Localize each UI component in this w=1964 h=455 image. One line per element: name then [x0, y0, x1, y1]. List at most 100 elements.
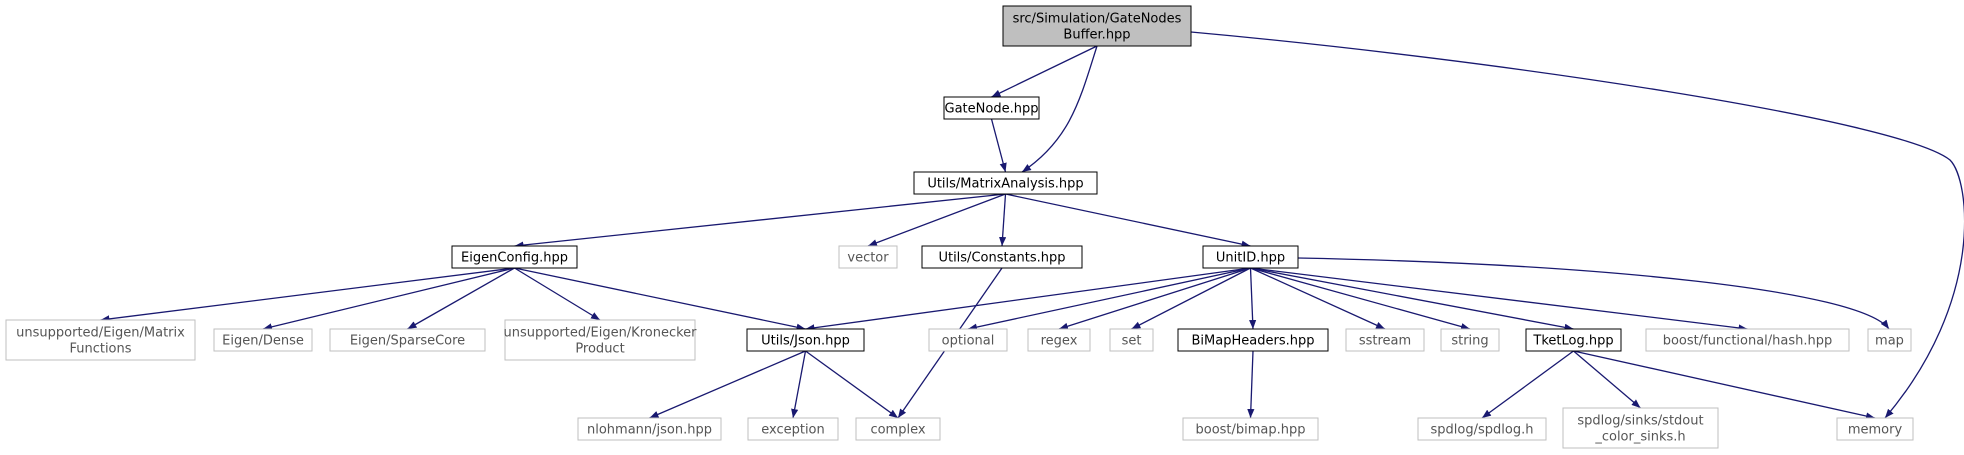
node-box [1027, 328, 1091, 352]
node-label: BiMapHeaders.hpp [1192, 334, 1315, 349]
node-label: GateNode.hpp [945, 102, 1039, 117]
node-label: map [1875, 334, 1904, 349]
node-box [746, 328, 865, 352]
node-label: string [1451, 334, 1488, 349]
node-bimapheaders[interactable]: BiMapHeaders.hpp [1177, 328, 1329, 352]
edge-unitid-to-hash [1250, 267, 1748, 332]
node-label: regex [1041, 334, 1078, 349]
edge-eigenconfig-to-eigsparse [407, 267, 515, 330]
node-label: unsupported/Eigen/Matrix [16, 326, 185, 341]
node-label: Eigen/Dense [222, 334, 304, 349]
node-box [1440, 328, 1500, 352]
node-box [1525, 328, 1622, 352]
node-box [451, 245, 578, 269]
node-tketlog[interactable]: TketLog.hpp [1525, 328, 1622, 352]
node-label: spdlog/spdlog.h [1431, 423, 1534, 438]
node-optional: optional [928, 328, 1008, 352]
node-label: unsupported/Eigen/Kronecker [503, 326, 697, 341]
node-box [1109, 328, 1154, 352]
node-json[interactable]: Utils/Json.hpp [746, 328, 865, 352]
node-label: EigenConfig.hpp [461, 251, 568, 266]
node-gatenode[interactable]: GateNode.hpp [943, 96, 1040, 120]
node-label: set [1122, 334, 1142, 349]
edge-root-to-memory [1190, 31, 1964, 419]
node-vector: vector [838, 245, 898, 269]
node-box [1417, 417, 1547, 441]
node-box [1645, 328, 1850, 352]
edge-unitid-to-optional [967, 267, 1251, 331]
node-box [1836, 417, 1914, 441]
node-box [1202, 245, 1299, 269]
edge-json-to-nlohmann [649, 350, 806, 419]
edge-eigenconfig-to-eigdense [262, 267, 515, 331]
node-box [329, 328, 486, 352]
node-box [1562, 407, 1719, 449]
node-memory: memory [1836, 417, 1914, 441]
node-regex: regex [1027, 328, 1091, 352]
node-label: src/Simulation/GateNodes [1013, 12, 1182, 27]
edge-eigenconfig-to-eigmatfn [100, 267, 515, 323]
edge-unitid-to-set [1131, 267, 1251, 330]
node-spdlog: spdlog/spdlog.h [1417, 417, 1547, 441]
edge-bimapheaders-to-bimap [1247, 350, 1255, 419]
node-label: complex [870, 423, 925, 438]
edge-matrix-to-vector [867, 193, 1006, 247]
edge-json-to-complex [805, 350, 899, 419]
node-box [1867, 328, 1912, 352]
node-label: memory [1848, 423, 1903, 438]
node-string: string [1440, 328, 1500, 352]
node-constants[interactable]: Utils/Constants.hpp [921, 245, 1083, 269]
edge-unitid-to-json [805, 267, 1251, 332]
node-unitid[interactable]: UnitID.hpp [1202, 245, 1299, 269]
node-label: nlohmann/json.hpp [587, 423, 712, 438]
node-box [1182, 417, 1319, 441]
node-box [577, 417, 722, 441]
edge-gatenode-to-matrix [990, 118, 1007, 173]
edge-unitid-to-sstream [1250, 267, 1386, 330]
node-label: sstream [1359, 334, 1411, 349]
node-label: vector [847, 251, 889, 266]
node-label: boost/functional/hash.hpp [1663, 334, 1833, 349]
node-nlohmann: nlohmann/json.hpp [577, 417, 722, 441]
node-label: TketLog.hpp [1532, 334, 1613, 349]
node-box [838, 245, 898, 269]
edge-unitid-to-map [1297, 257, 1890, 330]
node-label: Product [575, 342, 624, 357]
edge-tketlog-to-stdoutsinks [1573, 350, 1641, 409]
node-box [943, 96, 1040, 120]
edge-json-to-exception [791, 350, 807, 419]
node-label: Buffer.hpp [1063, 28, 1130, 43]
node-box [921, 245, 1083, 269]
node-label: Eigen/SparseCore [350, 334, 465, 349]
node-hash: boost/functional/hash.hpp [1645, 328, 1850, 352]
node-complex: complex [855, 417, 941, 441]
edge-root-to-gatenode [991, 45, 1098, 98]
node-box [1002, 5, 1192, 47]
edge-unitid-to-regex [1058, 267, 1251, 330]
node-box [913, 171, 1098, 195]
node-label: exception [761, 423, 825, 438]
edge-tketlog-to-spdlog [1481, 350, 1574, 419]
node-eigenconfig[interactable]: EigenConfig.hpp [451, 245, 578, 269]
node-bimap: boost/bimap.hpp [1182, 417, 1319, 441]
edge-matrix-to-unitid [1005, 193, 1251, 248]
node-label: Utils/MatrixAnalysis.hpp [927, 177, 1083, 192]
node-eigdense: Eigen/Dense [213, 328, 313, 352]
node-map: map [1867, 328, 1912, 352]
node-box [1177, 328, 1329, 352]
node-label: Functions [69, 342, 131, 357]
node-label: boost/bimap.hpp [1195, 423, 1305, 438]
node-box [1345, 328, 1425, 352]
node-box [855, 417, 941, 441]
node-box [747, 417, 839, 441]
edge-matrix-to-eigenconfig [514, 193, 1006, 249]
node-matrix[interactable]: Utils/MatrixAnalysis.hpp [913, 171, 1098, 195]
node-label: UnitID.hpp [1216, 251, 1285, 266]
edge-eigenconfig-to-json [514, 267, 806, 331]
node-label: Utils/Json.hpp [761, 334, 850, 349]
node-box [928, 328, 1008, 352]
